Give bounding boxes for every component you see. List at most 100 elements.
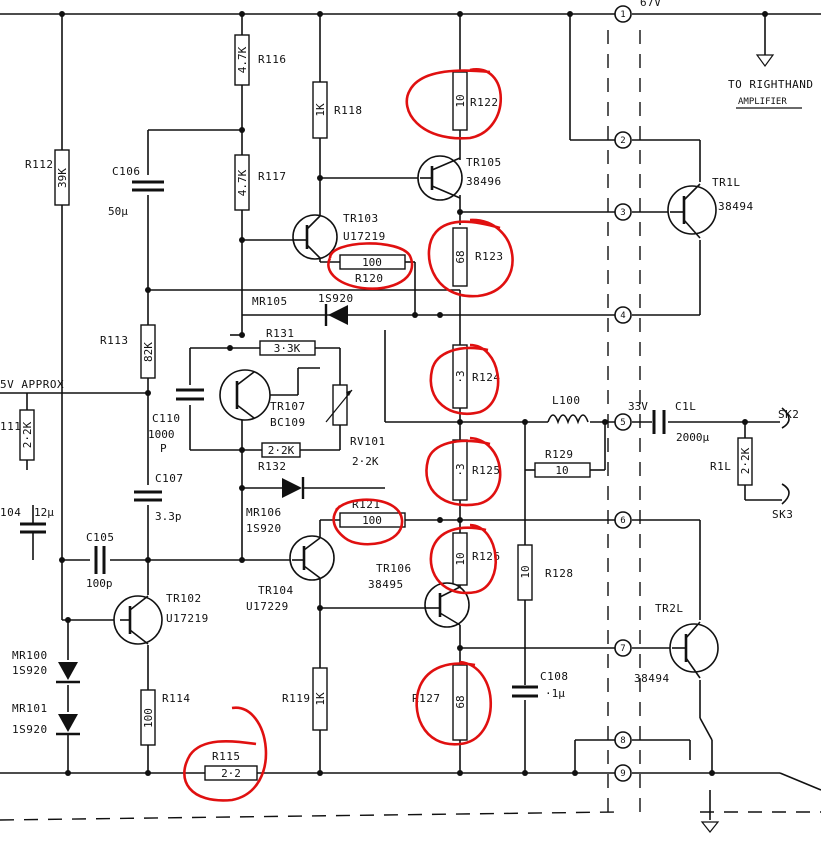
amplifier-label: AMPLIFIER xyxy=(738,97,787,107)
svg-text:2: 2 xyxy=(620,136,625,146)
svg-text:3.3p: 3.3p xyxy=(155,510,182,523)
capacitor-c106: C106 50μ xyxy=(108,165,164,218)
annotation-r123 xyxy=(427,218,514,298)
wiring xyxy=(0,13,821,821)
inductor-l100: L100 xyxy=(547,394,589,425)
svg-text:1S920: 1S920 xyxy=(246,522,282,535)
transistor-tr106: TR106 38495 xyxy=(368,562,470,628)
svg-text:111: 111 xyxy=(0,420,21,433)
svg-text:U17219: U17219 xyxy=(343,230,386,243)
svg-text:C110: C110 xyxy=(152,412,181,425)
resistor-r119: 1K R119 xyxy=(282,667,328,731)
svg-text:R118: R118 xyxy=(334,104,363,117)
diode-mr105: MR105 1S920 xyxy=(252,292,354,326)
svg-text:C105: C105 xyxy=(86,531,115,544)
resistor-r128: 10 R128 xyxy=(517,544,574,601)
resistor-r122: 10 R122 xyxy=(452,71,499,131)
resistor-r123: 68 R123 xyxy=(452,227,504,287)
capacitor-c105: C105 100p xyxy=(86,531,115,590)
svg-text:R127: R127 xyxy=(412,692,441,705)
svg-text:R125: R125 xyxy=(472,464,501,477)
terminal-9: 9 xyxy=(614,764,632,782)
svg-text:100p: 100p xyxy=(86,577,113,590)
svg-text:R112: R112 xyxy=(25,158,54,171)
svg-text:R131: R131 xyxy=(266,327,295,340)
svg-text:38494: 38494 xyxy=(718,200,754,213)
svg-text:33V: 33V xyxy=(628,400,648,413)
svg-text:39K: 39K xyxy=(56,168,69,188)
transistor-tr2l: TR2L 38494 xyxy=(634,602,719,685)
svg-text:R114: R114 xyxy=(162,692,191,705)
svg-text:L100: L100 xyxy=(552,394,581,407)
annotation-r120 xyxy=(327,242,414,290)
svg-text:P: P xyxy=(160,442,167,455)
transistor-tr104: TR104 U17229 xyxy=(246,535,335,613)
annotation-r115 xyxy=(183,706,268,802)
svg-text:2000μ: 2000μ xyxy=(676,431,709,444)
resistor-r126: 10 R126 xyxy=(452,532,500,586)
svg-text:RV101: RV101 xyxy=(350,435,386,448)
ground-symbol-top xyxy=(755,54,775,68)
svg-text:1000: 1000 xyxy=(148,428,175,441)
junction-dots xyxy=(59,11,768,776)
svg-text:1K: 1K xyxy=(314,692,327,706)
annotation-r125 xyxy=(425,436,502,507)
svg-text:10: 10 xyxy=(519,565,532,578)
svg-text:TR1L: TR1L xyxy=(712,176,741,189)
svg-text:8: 8 xyxy=(620,736,625,746)
svg-text:82K: 82K xyxy=(142,342,155,362)
diode-mr106: MR106 1S920 xyxy=(246,477,305,535)
svg-text:1S920: 1S920 xyxy=(318,292,354,305)
svg-text:·3: ·3 xyxy=(454,370,467,383)
svg-text:R128: R128 xyxy=(545,567,574,580)
transistor-tr107: TR107 BC109 xyxy=(219,367,320,429)
resistor-r125: ·3 R125 xyxy=(452,439,501,501)
svg-text:7: 7 xyxy=(620,644,625,654)
annotation-r122 xyxy=(405,68,502,140)
svg-text:MR100: MR100 xyxy=(12,649,48,662)
socket-sk2: SK2 xyxy=(778,407,799,429)
svg-text:10: 10 xyxy=(454,94,467,107)
resistor-r111: 2·2K 111 xyxy=(0,393,35,470)
resistor-r113: 82K R113 xyxy=(100,324,156,379)
annotation-r126 xyxy=(429,523,498,595)
transistor-tr103: TR103 U17219 xyxy=(292,212,386,260)
resistor-r1l: 2·2K R1L xyxy=(710,437,753,486)
svg-text:R132: R132 xyxy=(258,460,287,473)
terminal-2: 2 xyxy=(614,131,632,149)
to-righthand-label: TO RIGHTHAND xyxy=(728,78,813,91)
diode-mr101: MR101 1S920 xyxy=(12,702,80,736)
svg-text:C108: C108 xyxy=(540,670,569,683)
svg-text:C107: C107 xyxy=(155,472,184,485)
diode-mr100: MR100 1S920 xyxy=(12,649,80,684)
svg-text:9: 9 xyxy=(620,769,625,779)
capacitor-c104: 104 12μ xyxy=(0,505,54,560)
resistor-r131: 3·3K R131 xyxy=(259,327,316,356)
resistor-r124: ·3 R124 xyxy=(452,344,501,409)
svg-text:R119: R119 xyxy=(282,692,311,705)
svg-text:100: 100 xyxy=(362,256,382,269)
svg-text:4: 4 xyxy=(620,311,625,321)
annotation-r124 xyxy=(429,343,500,415)
capacitor-c1l: C1L 2000μ 33V xyxy=(628,400,709,444)
potentiometer-rv101: RV101 2·2K xyxy=(325,384,386,468)
svg-text:68: 68 xyxy=(454,695,467,708)
svg-text:·3: ·3 xyxy=(454,463,467,476)
svg-text:R124: R124 xyxy=(472,371,501,384)
svg-text:R123: R123 xyxy=(475,250,504,263)
terminal-6: 6 xyxy=(614,511,632,529)
svg-text:R122: R122 xyxy=(470,96,499,109)
resistor-r112: 39K R112 xyxy=(25,149,70,206)
svg-text:TR107: TR107 xyxy=(270,400,306,413)
svg-text:BC109: BC109 xyxy=(270,416,306,429)
svg-text:MR101: MR101 xyxy=(12,702,48,715)
svg-text:38494: 38494 xyxy=(634,672,670,685)
annotation-r127 xyxy=(415,660,492,746)
svg-text:2·2K: 2·2K xyxy=(352,455,379,468)
svg-text:2·2K: 2·2K xyxy=(268,444,295,457)
svg-text:C1L: C1L xyxy=(675,400,696,413)
ground-symbol-bottom xyxy=(700,821,720,833)
svg-text:1: 1 xyxy=(620,10,625,20)
